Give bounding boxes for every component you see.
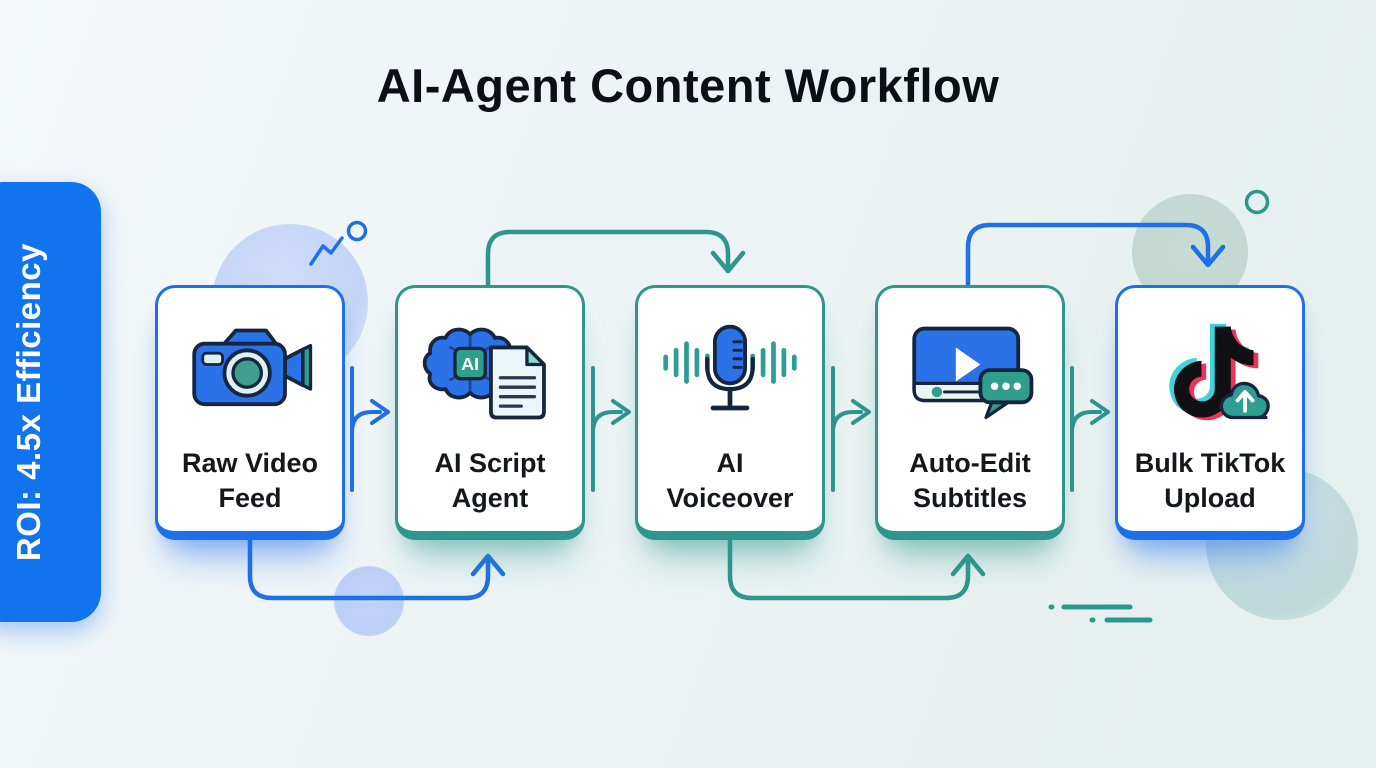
page-title: AI-Agent Content Workflow <box>376 59 1000 112</box>
branch-arrow-gap-1 <box>350 366 390 492</box>
decorative-circle-blue-bottom <box>334 566 404 636</box>
roi-banner-label: ROI: 4.5x Efficiency <box>9 242 47 562</box>
arrow-bottom-voiceover-to-subtitles <box>727 537 986 601</box>
branch-arrow-gap-3 <box>831 366 871 492</box>
step-label: AI Script Agent <box>434 448 546 513</box>
ring-icon <box>1244 189 1270 215</box>
step-label: AI Voiceover <box>666 448 794 513</box>
sparkline-icon <box>309 220 368 266</box>
arrow-bottom-rawvideo-to-script <box>247 537 506 601</box>
step-label: Bulk TikTok Upload <box>1134 448 1286 513</box>
step-card-ai-voiceover: AI Voiceover <box>635 285 825 540</box>
speed-dashes-icon <box>1048 604 1153 623</box>
video-camera-icon <box>192 328 313 407</box>
roi-banner: ROI: 4.5x Efficiency <box>0 182 101 622</box>
arrow-top-subtitles-to-upload <box>965 222 1226 290</box>
step-card-raw-video-feed: Raw Video Feed <box>155 285 345 540</box>
tiktok-upload-cloud-icon <box>1169 323 1270 421</box>
branch-arrow-gap-2 <box>591 366 631 492</box>
ai-chip-label: AI <box>461 354 479 374</box>
step-label: Raw Video Feed <box>181 448 319 513</box>
step-card-auto-edit-subtitles: Auto-Edit Subtitles <box>875 285 1065 540</box>
step-card-ai-script-agent: AI AI Script Agent <box>395 285 585 540</box>
branch-arrow-gap-4 <box>1070 366 1110 492</box>
ai-brain-document-icon: AI <box>422 327 546 420</box>
arrow-top-script-to-voiceover <box>485 229 746 290</box>
step-card-bulk-tiktok-upload: Bulk TikTok Upload <box>1115 285 1305 540</box>
upload-cloud-icon <box>1219 381 1270 420</box>
microphone-waveform-icon <box>663 324 797 411</box>
video-player-subtitles-icon <box>912 326 1034 420</box>
step-label: Auto-Edit Subtitles <box>909 448 1031 513</box>
